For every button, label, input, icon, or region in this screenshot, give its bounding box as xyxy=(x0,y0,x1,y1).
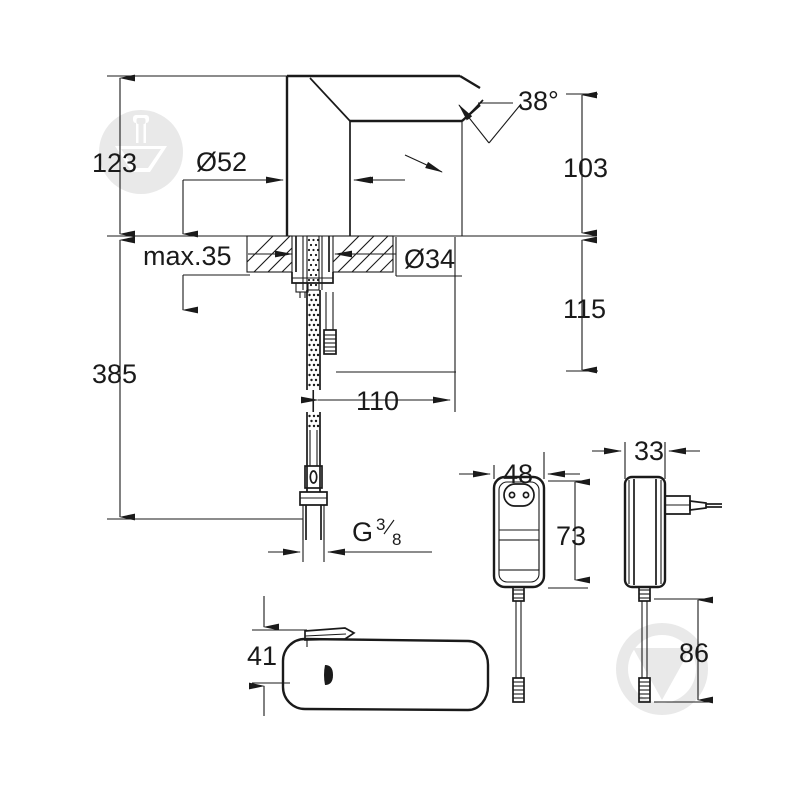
flexible-hose-lower xyxy=(299,390,328,540)
dimension-diameter-34: Ø34 xyxy=(334,237,462,277)
dimension-73: 73 xyxy=(548,478,590,589)
dimension-73-label: 73 xyxy=(556,521,586,551)
dimension-385: 385 xyxy=(92,236,137,521)
dimension-385-label: 385 xyxy=(92,359,137,389)
dimension-110-label: 110 xyxy=(356,386,399,416)
dimension-diameter-52-label: Ø52 xyxy=(196,147,247,177)
sensor-cable-connector xyxy=(323,292,456,373)
dimension-48: 48 xyxy=(459,452,580,489)
dimension-48-label: 48 xyxy=(503,459,533,489)
dimension-thread-denominator: 8 xyxy=(392,530,401,549)
dimension-41-label: 41 xyxy=(247,641,277,671)
power-adapter-front-view: 48 73 xyxy=(459,452,590,703)
dimension-thread-g38: G 3 8 xyxy=(268,515,432,562)
dimension-123: 123 xyxy=(92,74,137,238)
dimension-123-label: 123 xyxy=(92,148,137,178)
dimension-33: 33 xyxy=(592,436,700,479)
dimension-41: 41 xyxy=(247,596,307,716)
dimension-103: 103 xyxy=(563,91,608,237)
dimension-angle-38: 38° xyxy=(404,86,559,173)
dimension-thread-numerator: 3 xyxy=(376,515,385,534)
dimension-max-35: max.35 xyxy=(143,241,293,314)
dimension-110: 110 xyxy=(301,276,456,416)
flexible-hose-upper xyxy=(306,290,321,390)
dimension-max-35-label: max.35 xyxy=(143,241,232,271)
mounting-shank-assembly xyxy=(291,235,334,298)
triangle-watermark-bottom-right xyxy=(616,623,708,715)
dimension-thread-g-label: G xyxy=(352,517,373,547)
dimension-33-label: 33 xyxy=(634,436,664,466)
dimension-diameter-52: Ø52 xyxy=(182,147,284,238)
dimension-diameter-34-label: Ø34 xyxy=(404,244,455,274)
dimension-angle-38-label: 38° xyxy=(518,86,559,116)
power-adapter-side-view: 33 86 xyxy=(592,436,722,704)
dimension-115-label: 115 xyxy=(563,294,606,324)
dimension-115: 115 xyxy=(563,236,606,374)
handle-view: 41 xyxy=(247,596,490,716)
main-faucet-elevation: 123 385 Ø52 max.35 Ø34 xyxy=(92,74,608,562)
dimension-86-label: 86 xyxy=(679,638,709,668)
dimension-103-label: 103 xyxy=(563,153,608,183)
dimension-86: 86 xyxy=(654,596,713,704)
